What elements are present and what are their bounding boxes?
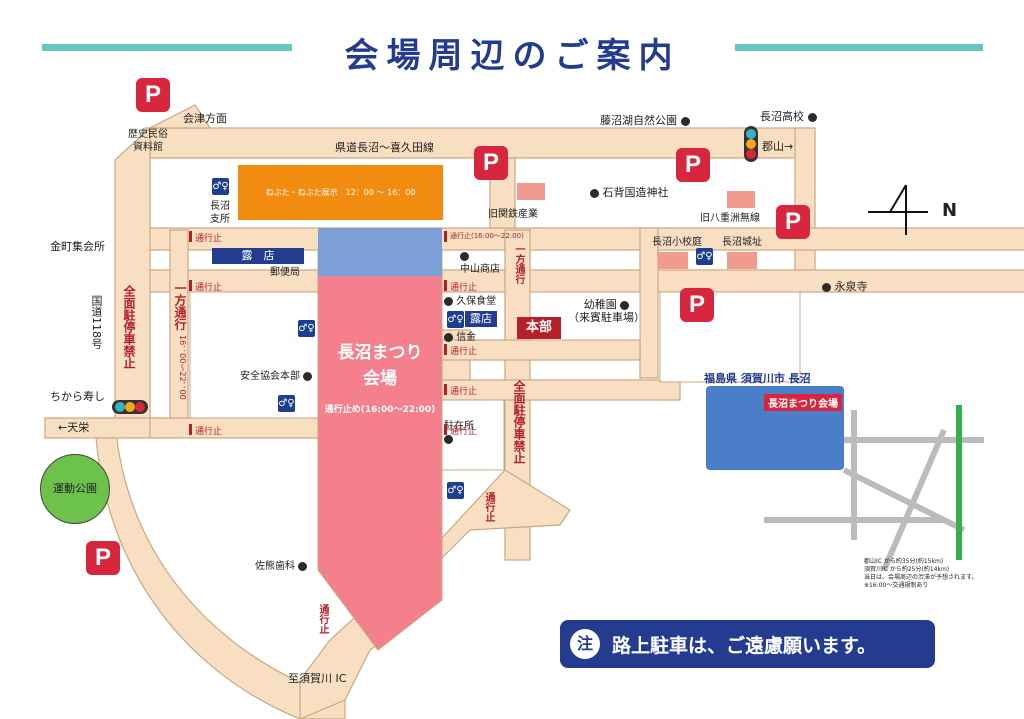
wc-icon: ♂♀ [278,395,295,412]
label-aizu: 会津方面 [183,112,227,125]
dot-icon [298,561,308,571]
parking-area-hachiju [727,191,755,208]
label-castle: 長沼城址 [722,237,762,248]
closed-marker: 通行止 [188,231,222,244]
road-west-curve [94,419,346,719]
one-way-east: 一方通行 [513,244,524,284]
label-fujinuma: 藤沼湖自然公園 [600,114,690,127]
label-kanemachi: 金町集会所 [50,240,105,253]
closed-southeast: 通行止 [483,492,494,522]
traffic-light-icon [744,126,758,162]
label-kindergarten: 幼稚園 （来賓駐車場） [568,298,645,324]
parking-area-castle [727,252,757,269]
label-branch: 長沼支所 [210,201,230,225]
no-parking-east: 全面駐停車禁止 [512,380,526,464]
notice-text: 路上駐車は、ご遠慮願います。 [612,635,877,657]
parking-kankan: P [474,146,508,180]
label-chikara: ちから寿し [50,390,105,403]
stall-east: 露店 [465,311,497,327]
venue-name: 長沼まつり 会場 [337,343,423,389]
one-way-west: 一方通行 [173,282,187,330]
inset-title: 福島県 須賀川市 長沼 [704,372,811,385]
sports-park: 運動公園 [40,454,110,524]
parking-museum: P [136,78,170,112]
label-shrine: 石背国造神社 [590,186,669,199]
no-parking-west: 全面駐停車禁止 [122,285,136,369]
parking-area-school [658,252,688,269]
dot-icon [590,188,599,198]
inset-venue-label: 長沼まつり会場 [764,394,842,411]
notice-badge: 注 [570,629,600,659]
inset-roads [764,405,984,572]
venue-area [317,249,443,651]
title-bar-right [735,44,983,51]
closed-marker: 通行止 [443,384,477,397]
dot-icon [822,282,831,292]
parking-sports-park: P [86,541,120,575]
label-sukagawa-ic: 至須賀川 IC [288,672,347,685]
dot-icon [807,112,817,122]
nebuta-exhibit: ねぶた・ねぶた展示 12：00 ～ 16：00 [238,165,443,220]
wc-icon: ♂♀ [447,482,464,499]
north-arrow-icon [868,184,928,235]
closed-marker: 通行止 [443,424,477,437]
label-kubo: 久保食堂 [444,295,496,308]
dot-icon [444,434,453,444]
dot-icon [303,371,313,381]
road-route118 [114,126,151,421]
label-sakuma: 佐熊歯科 [255,560,308,573]
inset-map: 福島県 須賀川市 長沼 長沼まつり会場 郡山IC から約35分(約15km) 須… [704,370,994,600]
label-hachiju: 旧八重洲無線 [700,213,760,224]
label-shinkin: 信金 [444,331,476,344]
label-anzen: 安全協会本部 [240,370,313,383]
parking-castle: P [776,205,810,239]
road-inner-left [169,229,189,431]
closed-marker: 通行止 [443,344,477,357]
closed-marker: 通行止 [443,280,477,293]
venue-top-blue [318,228,442,276]
dot-icon [444,296,453,306]
dot-icon [680,116,690,126]
parking-area-kankan [517,183,545,200]
wc-icon: ♂♀ [447,311,464,328]
parking-school: P [680,288,714,322]
label-chuzaisho: 駐在所 [444,420,474,446]
hq-label: 本部 [517,317,561,339]
page-title: 会場周辺のご案内 [344,36,681,76]
label-high-school: 長沼高校 [760,110,817,123]
label-tenei: ←天栄 [58,421,90,434]
closed-marker: 通行止 [188,280,222,293]
wc-icon: ♂♀ [298,320,315,337]
north-label: N [942,200,958,221]
parking-hachiju: P [676,148,710,182]
label-eisenji: 永泉寺 [822,280,868,293]
road-east-vertical [794,127,816,279]
wc-icon: ♂♀ [212,178,229,195]
closed-marker: 通行止 [188,424,222,437]
title-bar-left [42,44,292,51]
traffic-light-icon [112,400,148,414]
inset-notes: 郡山IC から約35分(約15km) 須賀川IC から約25分(約14km) 当… [864,558,978,589]
label-nakayama: 中山商店 [460,250,500,276]
closed-marker: 通行止(16:00～22:00) [444,231,524,242]
notice-banner: 注 路上駐車は、ご遠慮願います。 [560,620,935,668]
label-prefectural-road: 県道長沼～喜久田線 [335,141,434,154]
stall-north: 露 店 [212,248,304,264]
dot-icon [444,332,453,342]
label-school-garden: 長沼小校庭 [652,237,702,248]
venue-closure: 通行止め(16:00～22:00) [324,405,436,415]
wc-icon: ♂♀ [696,248,713,265]
dot-icon [460,251,469,261]
label-route118: 国道118号 [90,295,103,349]
dot-icon [620,300,630,310]
one-way-west-time: 16：00～22：00 [178,335,187,400]
label-kankan: 旧関鉄産業 [488,209,538,220]
closed-south: 通行止 [317,604,328,634]
label-museum: 歴史民俗資料館 [128,129,168,153]
road-aizu [149,104,212,129]
label-post: 郵便局 [270,267,300,278]
label-koriyama: 郡山→ [762,140,794,153]
